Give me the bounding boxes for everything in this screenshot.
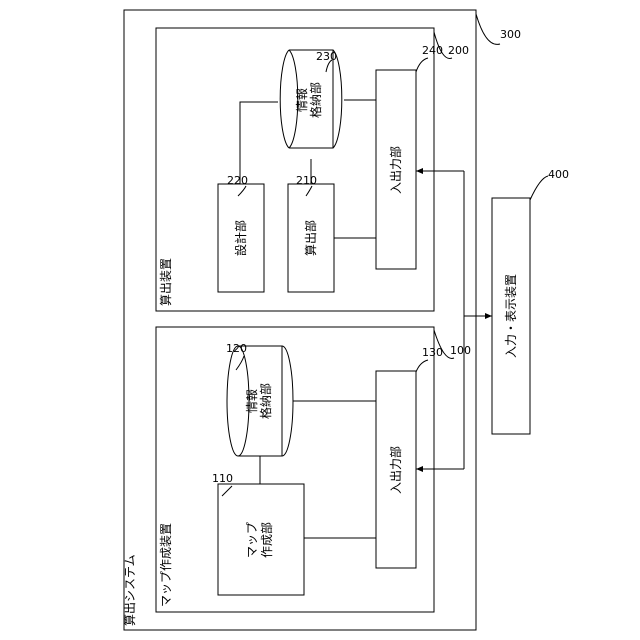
design-220-label: 設計部 — [233, 220, 248, 256]
map-110-label-line2: 作成部 — [259, 522, 274, 558]
leader-110 — [222, 486, 232, 496]
ref-110: 110 — [212, 472, 233, 485]
leader-240 — [416, 58, 428, 72]
leader-210 — [306, 186, 312, 196]
leader-300 — [476, 14, 500, 44]
io-display-label: 入力・表示装置 — [504, 274, 518, 358]
ref-120: 120 — [226, 342, 247, 355]
leader-400 — [530, 176, 548, 200]
calc-device-label: 算出装置 — [158, 258, 173, 306]
arrow-to-240 — [416, 168, 423, 174]
arrow-to-400 — [485, 313, 492, 319]
line-220-230 — [240, 102, 278, 184]
storage-120-label-line2: 格納部 — [258, 383, 273, 419]
ref-200: 200 — [448, 44, 469, 57]
ref-130: 130 — [422, 346, 443, 359]
ref-240: 240 — [422, 44, 443, 57]
leader-120 — [236, 356, 244, 370]
storage-120-label-line1: 情報 — [245, 389, 259, 413]
arrow-to-130 — [416, 466, 423, 472]
ref-210: 210 — [296, 174, 317, 187]
ref-400: 400 — [548, 168, 569, 181]
system-label: 算出システム — [122, 554, 137, 626]
storage-230-label-line2: 格納部 — [308, 82, 323, 118]
map-110-label-line1: マップ — [245, 522, 259, 558]
io-240-label: 入出力部 — [388, 146, 403, 194]
ref-100: 100 — [450, 344, 471, 357]
ref-220: 220 — [227, 174, 248, 187]
leader-220 — [238, 186, 246, 196]
leader-130 — [416, 360, 428, 372]
ref-230: 230 — [316, 50, 337, 63]
io-130-label: 入出力部 — [388, 446, 403, 494]
ref-300: 300 — [500, 28, 521, 41]
calc-210-label: 算出部 — [303, 220, 318, 256]
storage-230-label-line1: 情報 — [295, 88, 309, 112]
map-device-label: マップ作成装置 — [159, 523, 173, 607]
